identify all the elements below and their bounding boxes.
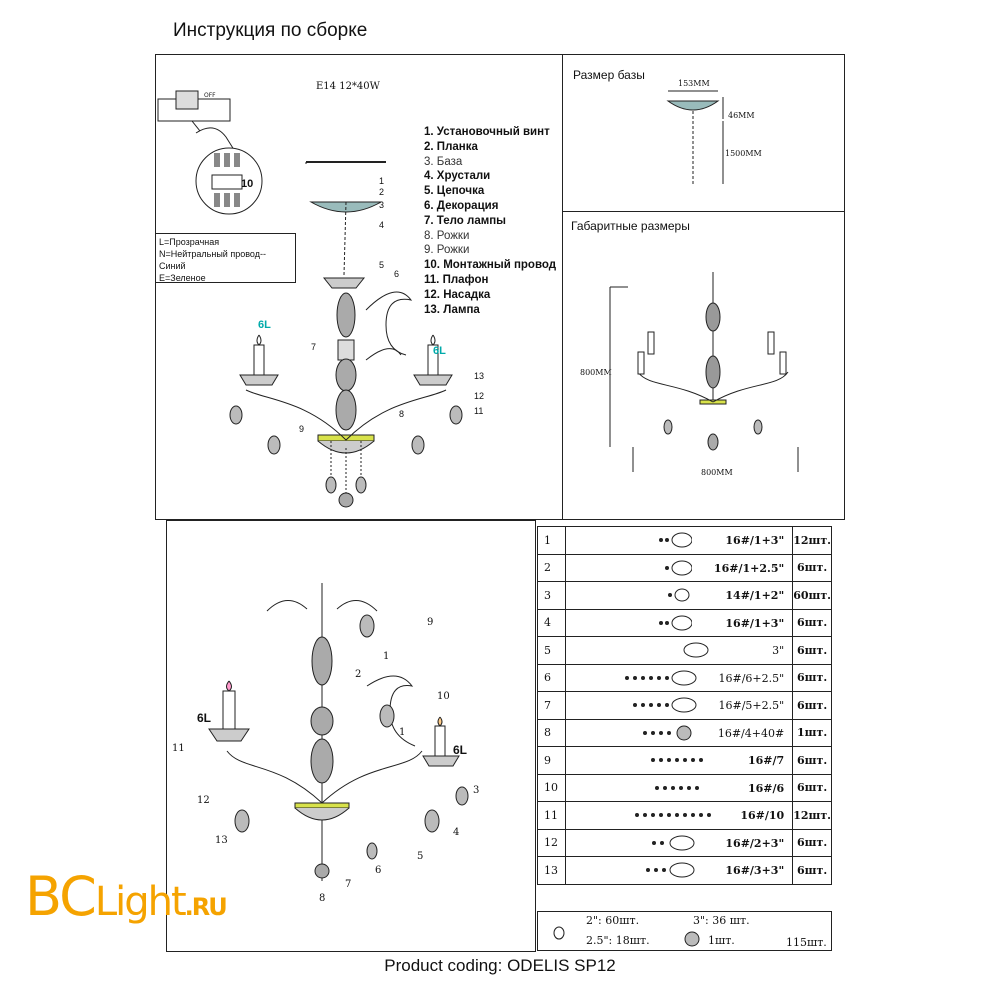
crystal-icon xyxy=(553,924,565,943)
assembly-callout: 7 xyxy=(345,879,352,890)
page-title: Инструкция по сборке xyxy=(173,20,368,41)
svg-text:OFF: OFF xyxy=(204,92,216,99)
legend-item: 8. Рожки xyxy=(424,229,470,242)
summary-3in: 3": 36 шт. xyxy=(693,914,750,927)
product-coding: Product coding: ODELIS SP12 xyxy=(384,956,616,975)
overall-width-label: 800MM xyxy=(701,468,733,477)
callout-7: 7 xyxy=(311,342,317,352)
assembly-callout: 5 xyxy=(417,851,424,862)
callout-3: 3 xyxy=(379,200,385,210)
assembly-callout: 12 xyxy=(197,795,210,806)
legend-item: 10. Монтажный провод xyxy=(424,259,557,272)
overall-height-label: 800MM xyxy=(580,368,612,377)
assembly-callout: 2 xyxy=(355,669,362,680)
legend-item: 12. Насадка xyxy=(424,288,491,301)
base-width-label: 153MM xyxy=(678,79,710,88)
chandelier-installation-drawing xyxy=(226,150,486,515)
assembly-callout: 3 xyxy=(473,785,480,796)
parts-legend: 1. Установочный винт 2. Планка 3. База 4… xyxy=(424,125,556,317)
assembly-callout: 1 xyxy=(399,727,406,738)
legend-item: 11. Плафон xyxy=(424,273,489,286)
legend-item: 9. Рожки xyxy=(424,244,470,257)
legend-item: 7. Тело лампы xyxy=(424,214,506,227)
callout-9: 9 xyxy=(299,424,305,434)
assembly-label-left: 6L xyxy=(197,711,212,725)
base-drawing xyxy=(663,89,733,189)
base-height-label: 46MM xyxy=(728,111,755,120)
assembly-callout: 9 xyxy=(427,617,434,628)
assembly-drawing xyxy=(187,571,487,931)
chain-length-label: 1500MM xyxy=(725,149,762,158)
legend-item: 1. Установочный винт xyxy=(424,126,550,138)
callout-11: 11 xyxy=(474,406,484,416)
bclight-logo: BCLight.RU xyxy=(25,865,228,928)
summary-total: 115шт. xyxy=(786,936,827,949)
legend-item: 6. Декорация xyxy=(424,199,499,212)
wiring-note-line-2: N=Нейтральный провод--Синий xyxy=(159,249,266,271)
summary-ball: 1шт. xyxy=(708,934,735,947)
connector-detail-icon xyxy=(194,145,264,217)
wiring-note-box: L=Прозрачная N=Нейтральный провод--Синий… xyxy=(156,233,296,283)
assembly-callout: 1 xyxy=(383,651,390,662)
assembly-callout: 10 xyxy=(437,691,450,702)
lamp-spec: E14 12*40W xyxy=(316,81,380,92)
assembly-callout: 13 xyxy=(215,835,228,846)
connector-label: 10 xyxy=(241,178,254,190)
wiring-note-line-1: L=Прозрачная xyxy=(159,237,220,247)
assembly-callout: 6 xyxy=(375,865,382,876)
legend-item: 5. Цепочка xyxy=(424,185,485,198)
overall-size-title: Габаритные размеры xyxy=(571,219,690,233)
logo-ru: .RU xyxy=(184,893,228,921)
callout-1: 1 xyxy=(379,176,385,186)
side-label-left: 6L xyxy=(258,319,271,331)
callout-5: 5 xyxy=(379,260,385,270)
callout-12: 12 xyxy=(474,391,485,401)
overall-size-frame: Габаритные размеры 800MM 800MM xyxy=(562,211,845,520)
legend-item: 2. Планка xyxy=(424,140,478,153)
totals-summary: 2": 60шт. 3": 36 шт. 2.5": 18шт. 1шт. 11… xyxy=(537,911,832,951)
legend-item: 13. Лампа xyxy=(424,303,480,316)
summary-25in: 2.5": 18шт. xyxy=(586,934,650,947)
callout-13: 13 xyxy=(474,371,485,381)
summary-2in: 2": 60шт. xyxy=(586,914,640,927)
assembly-callout: 11 xyxy=(172,743,185,754)
legend-item: 4. Хрустали xyxy=(424,170,491,183)
installation-diagram-frame: E14 12*40W OFF 10 L=Прозрачная N=Нейтрал… xyxy=(155,54,563,520)
callout-4: 4 xyxy=(379,220,385,230)
assembly-diagram-frame: 6L 6L 9 1 2 10 1 11 12 3 13 4 5 6 7 8 xyxy=(166,520,536,952)
assembly-callout: 8 xyxy=(319,893,326,904)
callout-8: 8 xyxy=(399,409,405,419)
base-size-title: Размер базы xyxy=(573,68,645,82)
callout-6: 6 xyxy=(394,269,400,279)
legend-item: 3. База xyxy=(424,155,463,168)
callout-2: 2 xyxy=(379,187,385,197)
wiring-note-line-3: E=Зеленое xyxy=(159,273,206,283)
ball-icon xyxy=(683,928,701,951)
assembly-callout: 4 xyxy=(453,827,460,838)
side-label-right: 6L xyxy=(433,345,446,357)
logo-bc: BC xyxy=(25,865,97,928)
base-size-frame: Размер базы 153MM 46MM 1500MM xyxy=(562,54,845,212)
overall-drawing xyxy=(608,272,808,477)
logo-light: Light xyxy=(94,879,187,925)
assembly-label-right: 6L xyxy=(453,743,468,757)
power-switch-icon: OFF xyxy=(156,85,246,157)
